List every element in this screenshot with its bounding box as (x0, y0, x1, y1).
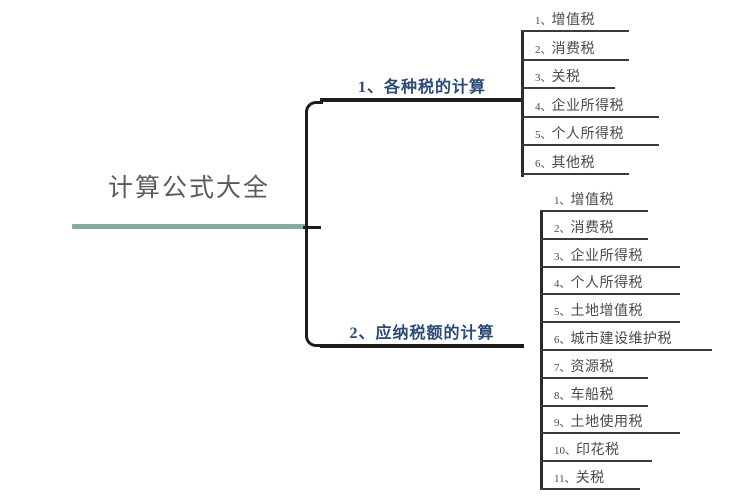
leaf-item-text: 消费税 (551, 42, 595, 57)
leaf-item-underline (540, 293, 680, 295)
leaf-item-label: 1、增值税 (535, 9, 595, 29)
leaf-item-underline (540, 266, 680, 268)
leaf-item-number: 2、 (554, 223, 571, 235)
leaf-item-underline (540, 210, 648, 212)
leaf-item-label: 6、城市建设维护税 (554, 328, 672, 348)
leaf-item-underline (521, 87, 615, 89)
leaf-item-text: 土地使用税 (570, 415, 643, 430)
leaf-item-underline (540, 432, 680, 434)
leaf-item-label: 2、消费税 (554, 217, 614, 237)
leaf-item-number: 6、 (535, 158, 552, 170)
leaf-item-number: 2、 (535, 44, 552, 56)
leaf-item-number: 1、 (554, 195, 571, 207)
leaf-item-number: 5、 (535, 129, 552, 141)
leaf-item-text: 关税 (575, 471, 605, 486)
root-node[interactable]: 计算公式大全 (72, 168, 306, 230)
leaf-item-text: 城市建设维护税 (570, 332, 672, 347)
leaf-item-underline (521, 173, 629, 175)
leaf-item-number: 8、 (554, 390, 571, 402)
leaf-item-label: 4、企业所得税 (535, 95, 624, 115)
leaf-item-text: 个人所得税 (570, 276, 643, 291)
trunk-stub-connector (303, 226, 321, 229)
leaf-item-underline (540, 238, 648, 240)
leaf-item-number: 1、 (535, 15, 552, 27)
leaf-item-label: 8、车船税 (554, 384, 614, 404)
root-label: 计算公式大全 (107, 175, 270, 202)
leaf-item-label: 6、其他税 (535, 152, 595, 172)
leaf-item-underline (521, 30, 629, 32)
leaf-item-text: 企业所得税 (570, 249, 643, 264)
branch-underline-1 (320, 98, 524, 102)
leaf-item-label: 1、增值税 (554, 189, 614, 209)
leaf-item-label: 9、土地使用税 (554, 411, 643, 431)
leaf-item-underline (540, 488, 640, 490)
leaf-item-label: 3、企业所得税 (554, 245, 643, 265)
leaf-item-label: 3、关税 (535, 66, 581, 86)
leaf-item-number: 4、 (554, 278, 571, 290)
leaf-item-number: 3、 (535, 72, 552, 84)
leaf-item-text: 增值税 (570, 193, 614, 208)
leaf-item-underline (521, 59, 629, 61)
leaf-item-number: 6、 (554, 334, 571, 346)
leaf-item-text: 个人所得税 (551, 127, 624, 142)
branch-underline-2 (320, 344, 524, 348)
leaf-item-label: 5、个人所得税 (535, 123, 624, 143)
root-underline (72, 224, 306, 229)
leaf-item-text: 土地增值税 (570, 304, 643, 319)
leaf-item-text: 增值税 (551, 13, 595, 28)
leaf-item-underline (540, 321, 680, 323)
leaf-item-text: 其他税 (551, 156, 595, 171)
leaf-item-number: 10、 (554, 445, 576, 457)
branch-node-2[interactable]: 2、应纳税额的计算 (320, 308, 524, 348)
leaf-spine-1 (521, 31, 524, 177)
leaf-item-number: 9、 (554, 417, 571, 429)
trunk-bracket-connector (305, 101, 323, 347)
leaf-item-underline (521, 144, 659, 146)
leaf-item-number: 5、 (554, 306, 571, 318)
leaf-item-text: 消费税 (570, 221, 614, 236)
leaf-item-label: 11、关税 (554, 467, 605, 487)
leaf-item-text: 印花税 (576, 443, 620, 458)
leaf-item-text: 车船税 (570, 388, 614, 403)
leaf-item-label: 5、土地增值税 (554, 300, 643, 320)
leaf-item-text: 关税 (551, 70, 581, 85)
leaf-item-text: 资源税 (570, 360, 614, 375)
branch-node-1[interactable]: 1、各种税的计算 (320, 62, 524, 102)
leaf-item-underline (521, 116, 659, 118)
leaf-item-number: 11、 (554, 473, 576, 485)
leaf-item-text: 企业所得税 (551, 99, 624, 114)
leaf-item-underline (540, 405, 648, 407)
leaf-item-label: 2、消费税 (535, 38, 595, 58)
leaf-item-underline (540, 460, 652, 462)
leaf-item-number: 3、 (554, 251, 571, 263)
leaf-item-number: 7、 (554, 362, 571, 374)
branch-label-2: 2、应纳税额的计算 (349, 325, 495, 342)
leaf-item-underline (540, 349, 712, 351)
leaf-item-label: 10、印花税 (554, 439, 620, 459)
leaf-item-number: 4、 (535, 101, 552, 113)
branch-label-1: 1、各种税的计算 (357, 79, 486, 96)
leaf-item-label: 7、资源税 (554, 356, 614, 376)
leaf-item-label: 4、个人所得税 (554, 272, 643, 292)
leaf-item-underline (540, 377, 648, 379)
